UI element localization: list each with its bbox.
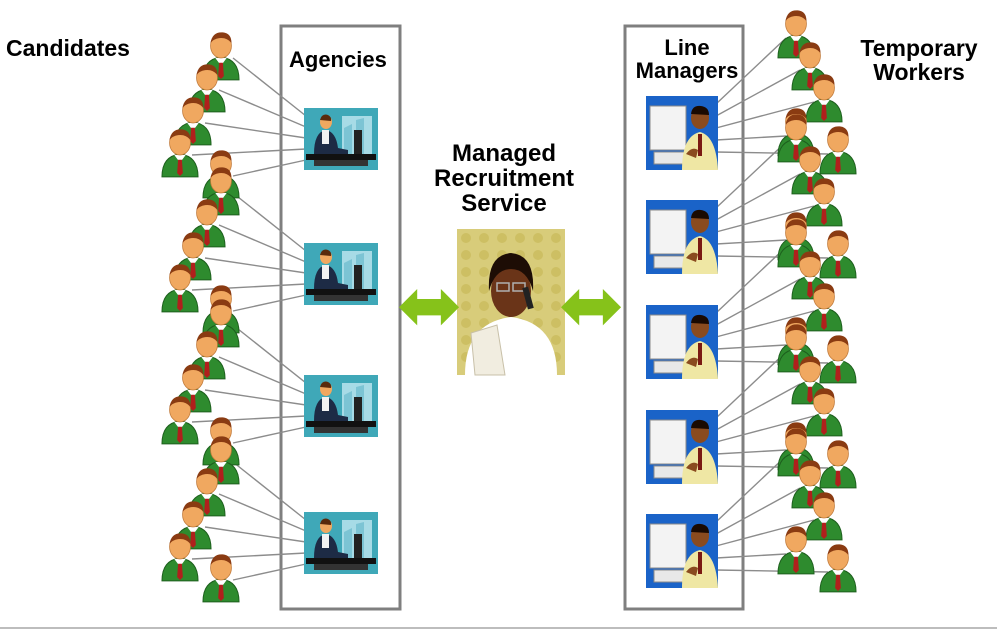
line-manager-icon [645,199,719,275]
line-managers-box [623,24,745,611]
temp-worker-person-icon [819,125,857,175]
temporary-workers-label: Temporary Workers [846,36,992,84]
worker-connector [715,101,815,129]
candidate-person-icon [202,553,240,603]
right-double-arrow-icon [561,289,622,326]
candidate-connector [218,224,307,263]
candidate-connector [204,526,307,543]
worker-connector [715,239,787,245]
candidate-connector [232,159,307,177]
temp-workers-label-line2: Workers [873,59,965,86]
candidate-connector [232,324,307,384]
bottom-rule [0,627,997,629]
line-manager-icon [645,304,719,380]
candidate-connector [232,461,307,521]
worker-connector [715,141,787,209]
candidate-connector [218,89,307,128]
worker-connector [715,135,787,141]
line-managers-label-line1: Line [664,35,710,60]
worker-connector [715,310,815,338]
temp-workers-label-line1: Temporary [860,35,978,61]
temp-worker-person-icon [819,439,857,489]
worker-connector [715,246,787,314]
candidate-connector [232,294,307,312]
line-managers-label: Line Managers [626,36,748,82]
worker-connector [715,449,787,455]
candidate-connector [191,283,307,291]
worker-connector [715,278,801,326]
worker-connector [715,69,801,117]
recruiter-on-phone-icon [457,229,565,376]
temp-worker-person-icon [819,543,857,593]
line-managers-label-line2: Managers [635,58,739,84]
line-manager-icon [645,513,719,589]
agency-icon [304,512,378,574]
candidate-connector [191,148,307,156]
line-manager-icon [645,95,719,171]
candidate-connector [204,389,307,406]
temp-worker-person-icon [819,334,857,384]
candidate-connector [204,122,307,139]
worker-connector [715,455,787,523]
agencies-box [279,24,402,611]
candidates-label: Candidates [6,35,130,61]
worker-connector [715,205,815,233]
worker-connector [715,519,815,547]
candidate-connector [218,356,307,395]
worker-connector [715,37,787,105]
worker-connector [715,351,787,419]
managed-recruitment-service-label: Managed Recruitment Service [418,141,590,217]
agency-icon [304,375,378,437]
mrs-label-line3: Service [461,190,547,218]
candidate-connector [218,493,307,532]
temp-worker-person-icon [819,229,857,279]
candidate-connector [191,552,307,560]
mrs-label-line2: Recruitment [433,165,575,193]
left-double-arrow-icon [399,289,460,326]
line-manager-icon [645,409,719,485]
candidate-connector [232,192,307,252]
worker-connector [715,344,787,350]
worker-connector [715,173,801,221]
worker-connector [715,383,801,431]
agency-icon [304,243,378,305]
agencies-label: Agencies [289,47,387,72]
candidate-connector [191,415,307,423]
worker-connector [715,415,815,443]
worker-connector [715,553,787,559]
candidate-connector [232,57,307,117]
worker-connector [715,487,801,535]
candidate-connector [204,257,307,274]
agency-icon [304,108,378,170]
candidate-connector [232,426,307,444]
mrs-label-line1: Managed [451,140,556,167]
candidate-connector [232,563,307,581]
